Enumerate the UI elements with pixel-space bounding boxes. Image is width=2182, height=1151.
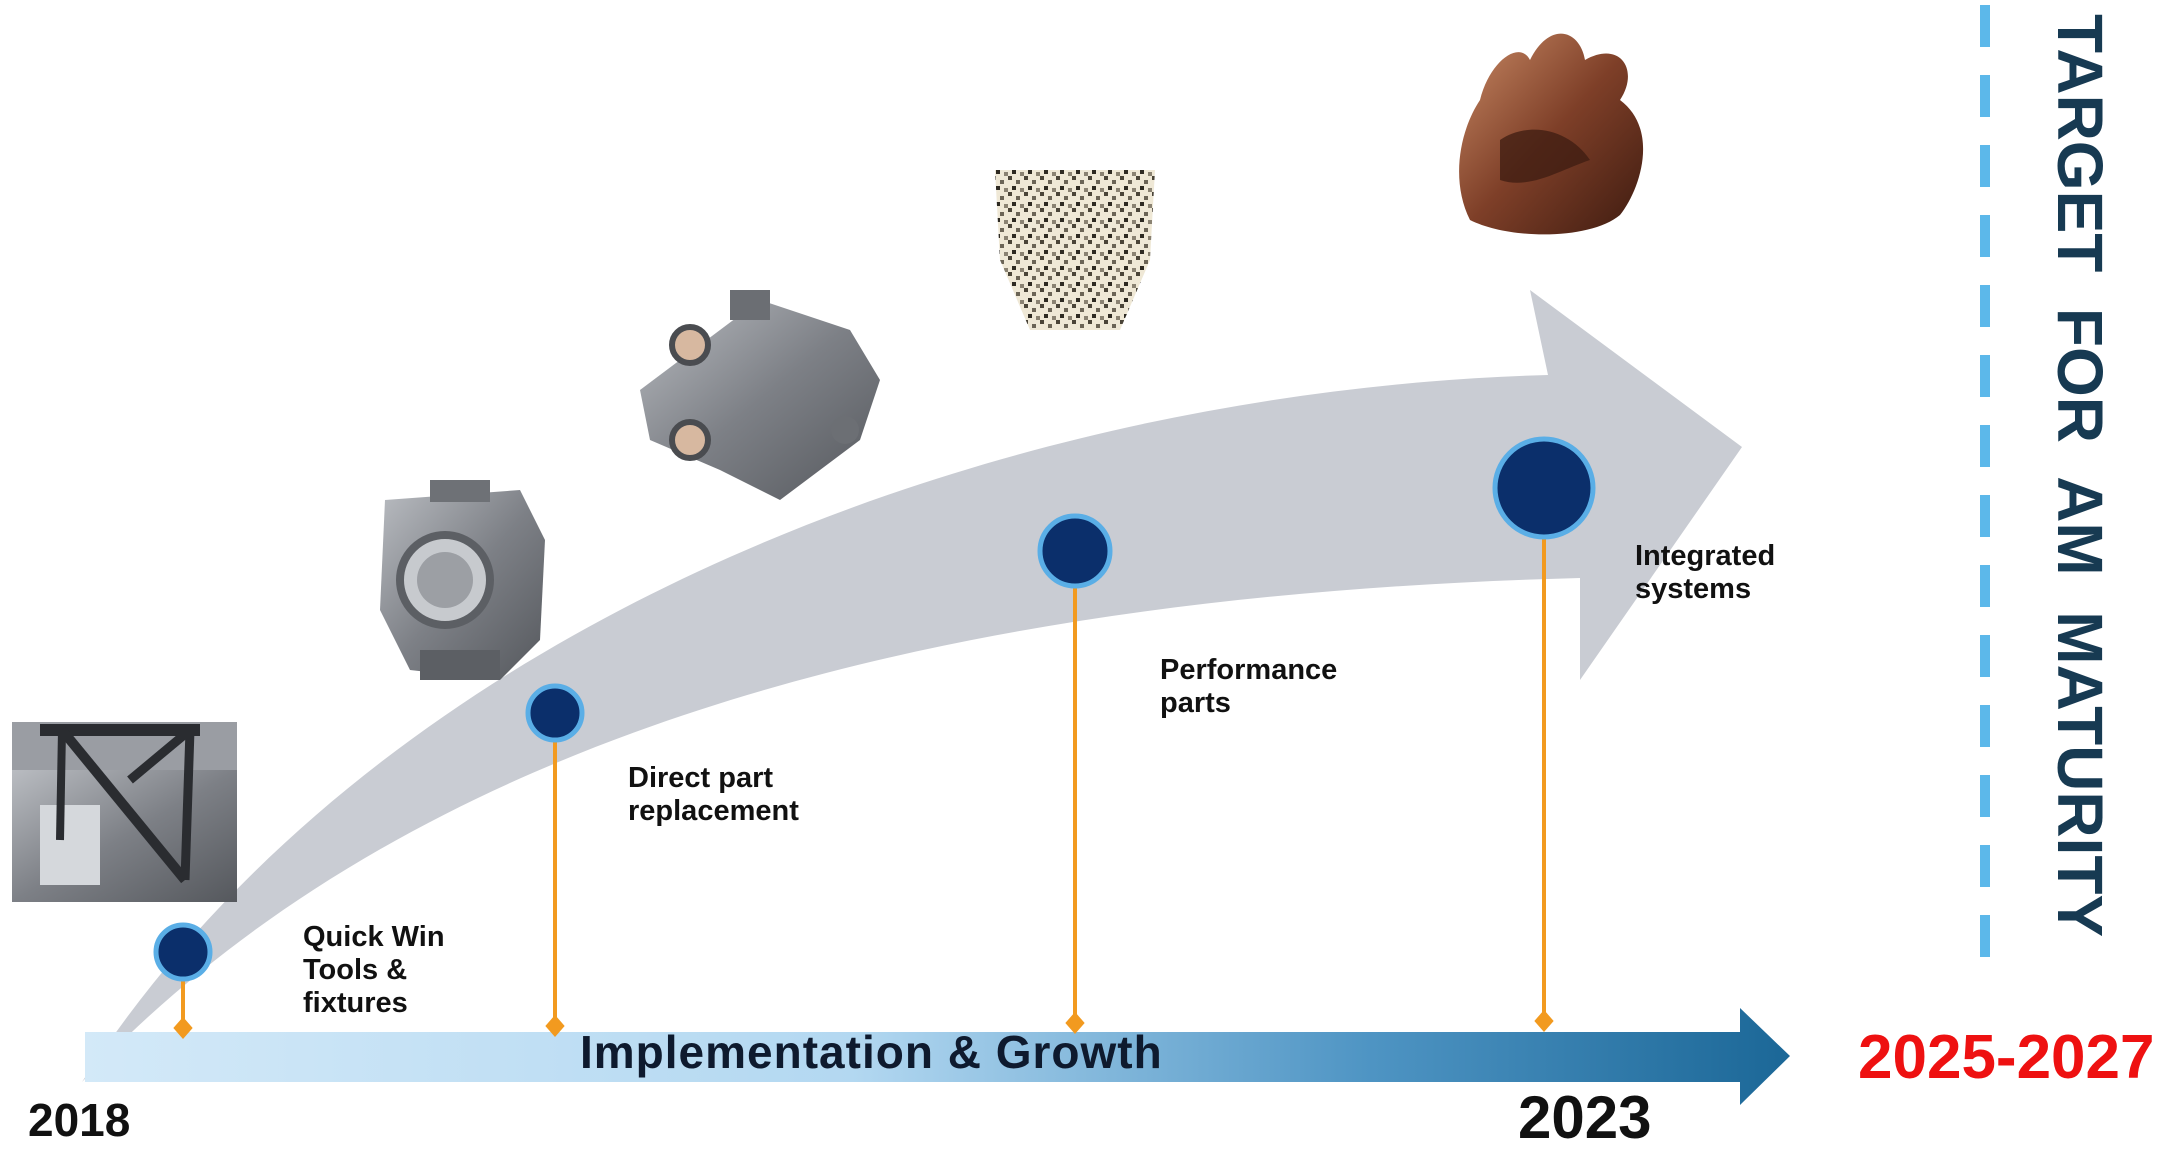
manifold-part-image [640, 290, 880, 500]
year-start: 2018 [28, 1094, 131, 1146]
milestone-dot-1 [153, 922, 213, 982]
year-mid: 2023 [1518, 1084, 1652, 1151]
milestone-dots [153, 436, 1596, 982]
milestone-label-2: Direct part replacement [628, 762, 799, 827]
lattice-insert-image [995, 170, 1155, 330]
connector-4-tip [1534, 1009, 1554, 1033]
milestone-dot-2 [525, 683, 585, 743]
target-wrap: TARGET FOR AM MATURITY [2010, 14, 2150, 954]
valve-housing-image [380, 480, 545, 680]
connector-1-tip [173, 1016, 193, 1040]
connector-2-tip [545, 1014, 565, 1038]
growth-arrow [82, 290, 1742, 1082]
milestone-dot-3 [1037, 513, 1113, 589]
target-title: TARGET FOR AM MATURITY [2044, 14, 2116, 938]
organic-component-image [1459, 33, 1644, 235]
connector-3-tip [1065, 1011, 1085, 1035]
milestone-label-1: Quick Win Tools & fixtures [303, 921, 445, 1019]
milestone-label-3: Performance parts [1160, 654, 1338, 719]
milestone-dot-4 [1492, 436, 1596, 540]
timeline-arrow [85, 1008, 1790, 1105]
lattice-bracket-image [12, 722, 237, 902]
timeline-label: Implementation & Growth [580, 1026, 1163, 1078]
year-target: 2025-2027 [1858, 1023, 2155, 1092]
milestone-label-4: Integrated systems [1635, 540, 1776, 605]
